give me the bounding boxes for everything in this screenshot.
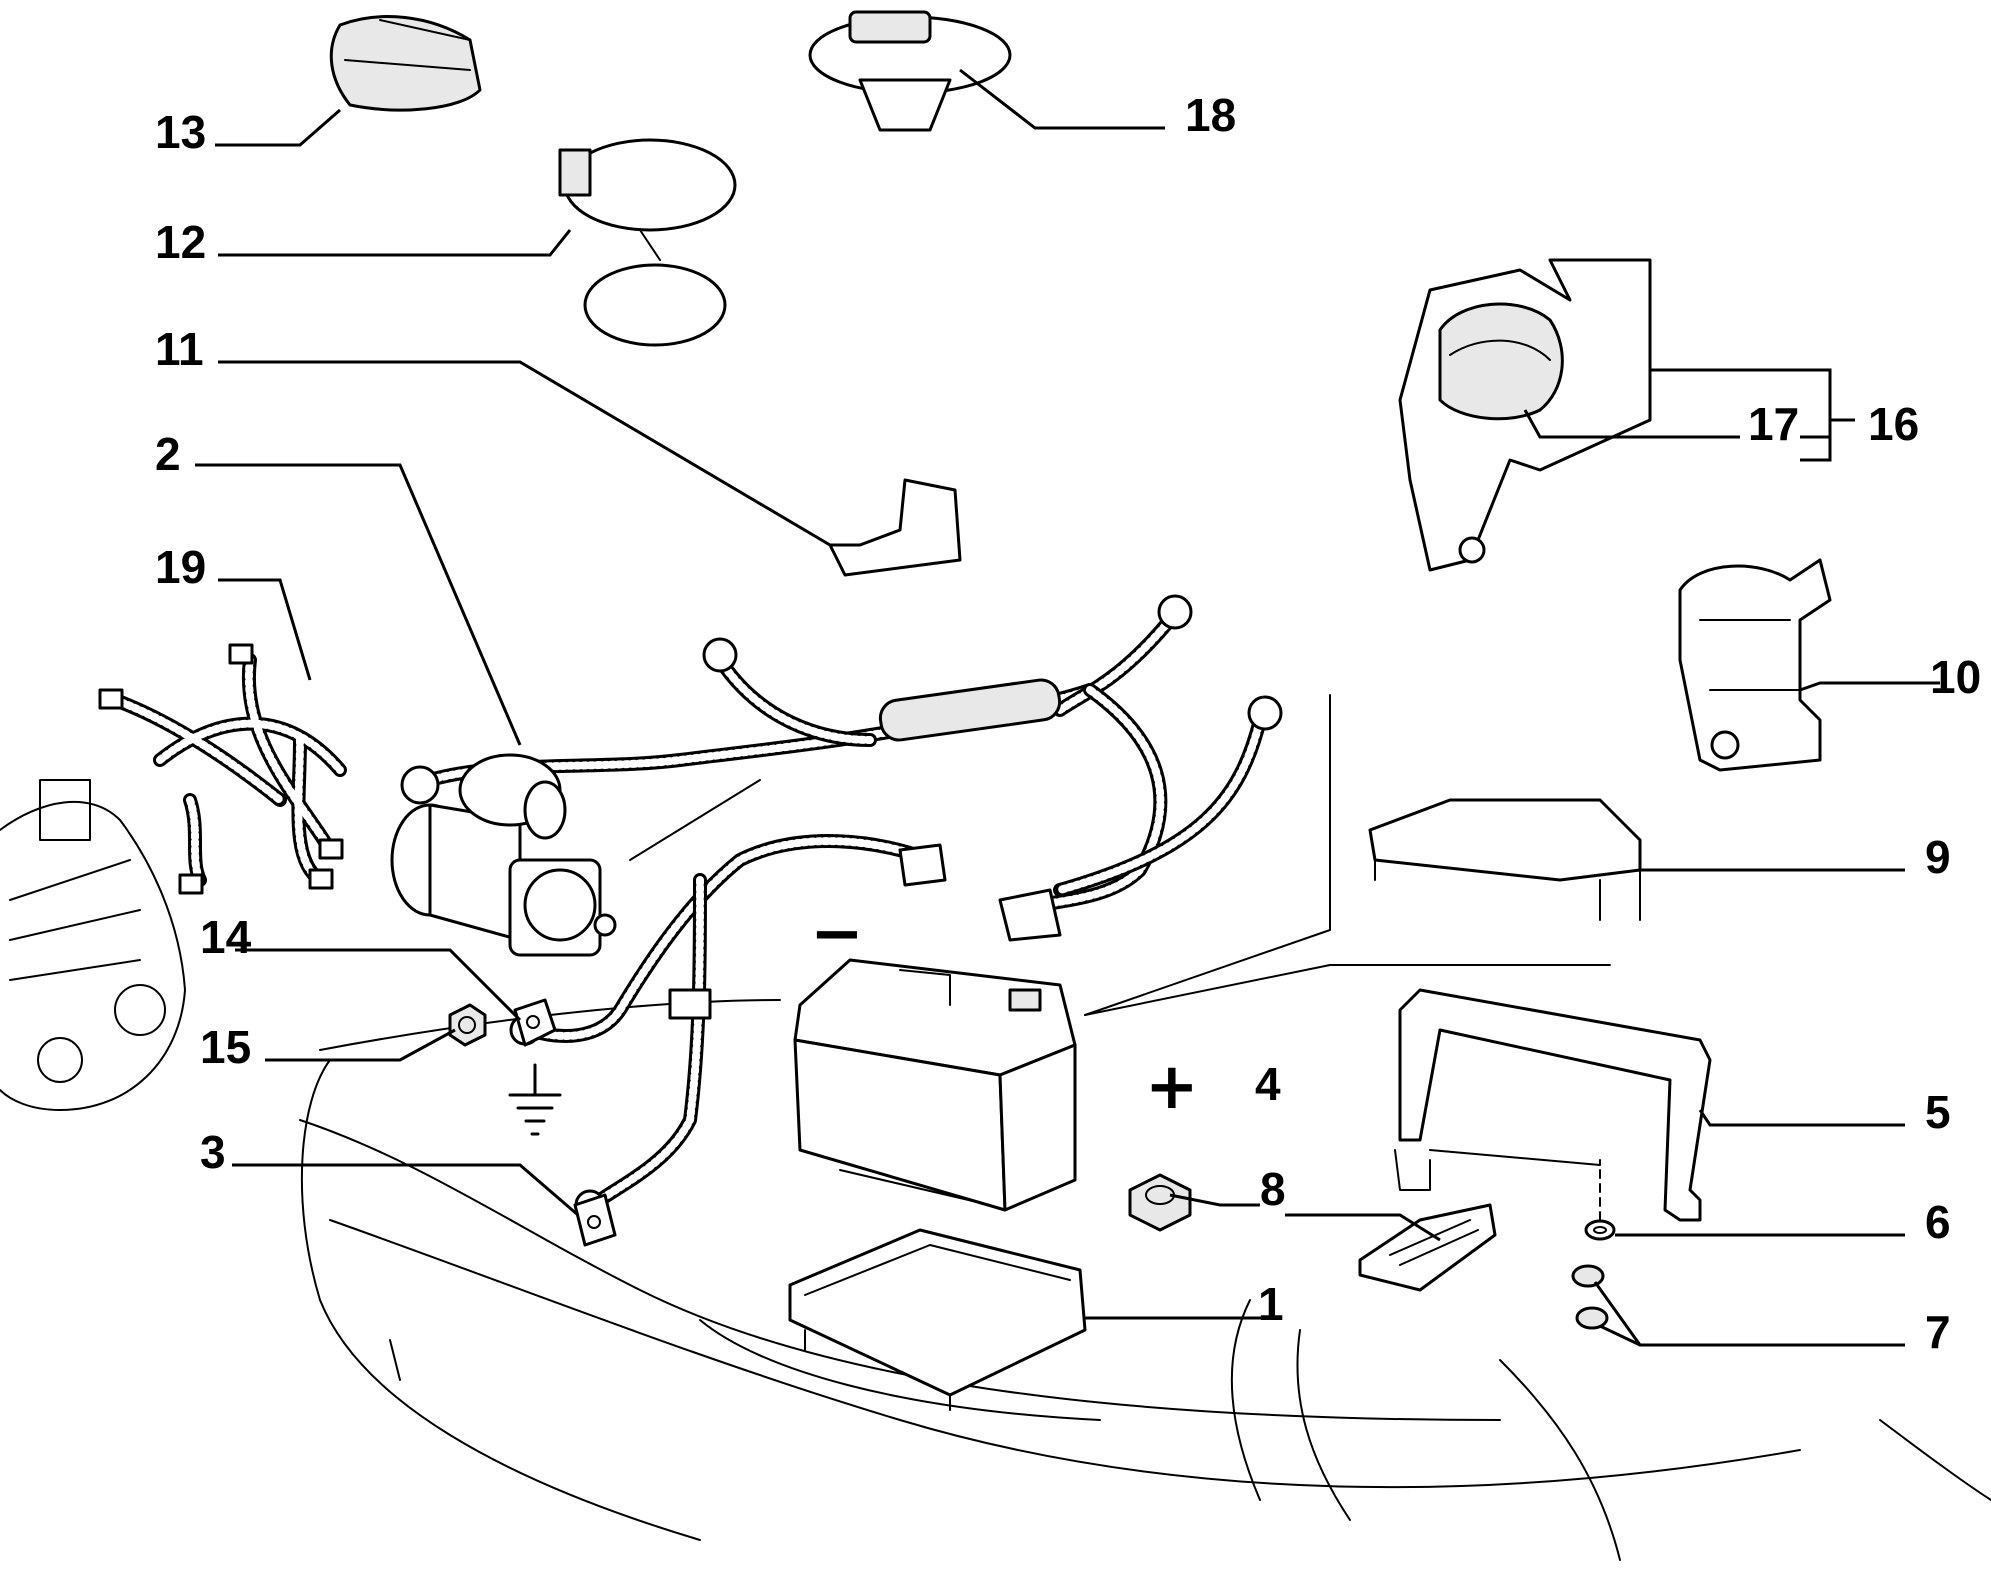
callout-9: 9 [1925, 831, 1951, 883]
assembly-lines [629, 694, 1611, 1221]
callout-12: 12 [155, 216, 206, 268]
washer-6 [1584, 1219, 1616, 1241]
wiring-harness-2 [400, 594, 1283, 1221]
callout-6: 6 [1925, 1196, 1951, 1248]
callout-5: 5 [1925, 1086, 1951, 1138]
terminal-nut-4 [1128, 1173, 1192, 1232]
battery [793, 958, 1077, 1212]
callout-2: 2 [155, 428, 181, 480]
negative-terminal-symbol: − [810, 897, 864, 971]
ground-symbol [508, 1063, 562, 1136]
cable-tie-12 [558, 138, 737, 347]
car-body-outline [299, 999, 1991, 1561]
bush-17 [1438, 302, 1564, 421]
callout-13: 13 [155, 106, 206, 158]
spacers-7 [1571, 1264, 1609, 1330]
callout-14: 14 [200, 911, 252, 963]
alternator [0, 779, 186, 1111]
callout-11: 11 [155, 323, 204, 375]
callout-3: 3 [200, 1126, 226, 1178]
callout-16: 16 [1868, 398, 1919, 450]
leader-lines [195, 68, 1940, 1347]
callout-17: 17 [1748, 398, 1799, 450]
callout-15: 15 [200, 1021, 251, 1073]
injector-harness-19 [98, 643, 347, 895]
callout-7: 7 [1925, 1306, 1951, 1358]
clip-11 [828, 478, 962, 577]
clip-13 [329, 15, 482, 112]
terminal-cover-9 [1368, 798, 1642, 921]
battery-tray-1 [788, 1228, 1087, 1411]
starter-motor [390, 753, 617, 957]
ground-terminal-14 [513, 998, 557, 1047]
callout-19: 19 [155, 541, 206, 593]
positive-terminal-symbol: + [1145, 1050, 1199, 1124]
callout-10: 10 [1930, 651, 1981, 703]
wedge-block-8 [1358, 1203, 1497, 1292]
callout-8: 8 [1260, 1163, 1286, 1215]
callout-4: 4 [1255, 1058, 1281, 1110]
nut-15 [448, 1003, 487, 1047]
callout-1: 1 [1258, 1278, 1284, 1330]
callout-18: 18 [1185, 89, 1236, 141]
battery-terminal-3 [573, 1193, 617, 1247]
bracket-clip-10 [1678, 558, 1832, 772]
push-clip-18 [808, 10, 1012, 132]
battery-clamp-5 [1394, 988, 1712, 1222]
